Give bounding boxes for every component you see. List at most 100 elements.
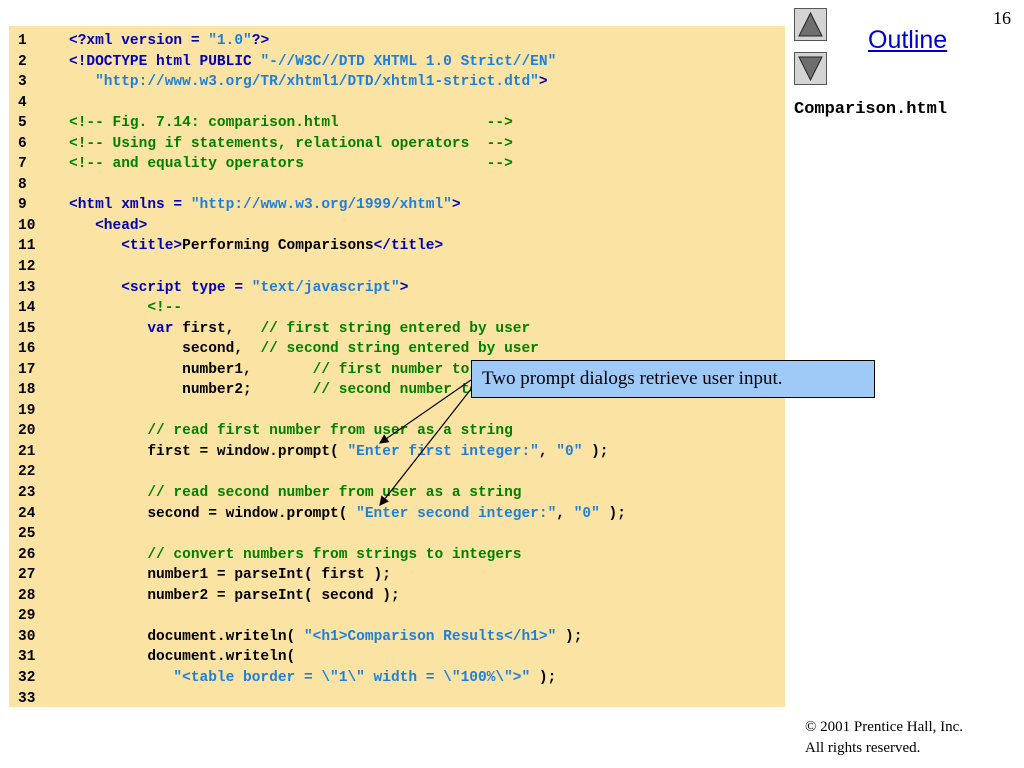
line-number: 6 <box>18 135 27 152</box>
code-token: "http://www.w3.org/TR/xhtml1/DTD/xhtml1-… <box>95 74 539 91</box>
code-line: 21 first = window.prompt( "Enter first i… <box>9 442 785 463</box>
code-line: 29 <box>9 606 785 627</box>
code-token: second, <box>69 341 261 358</box>
code-token: <script type = <box>121 279 252 296</box>
code-token: // second string entered by user <box>260 341 539 358</box>
code-line: 28 number2 = parseInt( second ); <box>9 586 785 607</box>
code-token: number2; <box>69 382 313 399</box>
code-token: </title> <box>373 238 444 255</box>
code-token: <!-- Using if statements, relational ope… <box>69 135 513 152</box>
line-text: number1 = parseInt( first ); <box>69 565 391 586</box>
code-line: 33 <box>9 689 785 710</box>
line-number: 25 <box>18 526 36 543</box>
line-number: 28 <box>18 587 36 604</box>
code-token: "text/javascript" <box>251 279 400 296</box>
line-text: "<table border = \"1\" width = \"100%\">… <box>69 668 556 689</box>
callout-box: Two prompt dialogs retrieve user input. <box>471 360 875 398</box>
code-line: 1<?xml version = "1.0"?> <box>9 31 785 52</box>
code-token: first = window.prompt( <box>69 443 348 460</box>
line-text: var first, // first string entered by us… <box>69 319 530 340</box>
line-text: document.writeln( <box>69 647 295 668</box>
line-text: number2 = parseInt( second ); <box>69 586 399 607</box>
line-number: 5 <box>18 115 27 132</box>
copyright-line-2: All rights reserved. <box>805 740 921 756</box>
code-line: 30 document.writeln( "<h1>Comparison Res… <box>9 627 785 648</box>
line-text: // read second number from user as a str… <box>69 483 521 504</box>
triangle-down-icon <box>798 56 823 82</box>
triangle-up-icon <box>798 11 823 37</box>
code-line: 19 <box>9 401 785 422</box>
code-token: ); <box>556 628 583 645</box>
code-token: "-//W3C//DTD XHTML 1.0 Strict//EN" <box>260 53 557 70</box>
code-line: 6 <!-- Using if statements, relational op… <box>9 134 785 155</box>
code-line: 3 "http://www.w3.org/TR/xhtml1/DTD/xhtml… <box>9 72 785 93</box>
callout-arrow-first <box>379 379 472 444</box>
line-number: 8 <box>18 176 27 193</box>
line-text: first = window.prompt( "Enter first inte… <box>69 442 609 463</box>
code-token: "http://www.w3.org/1999/xhtml" <box>190 197 452 214</box>
line-text: // convert numbers from strings to integ… <box>69 545 522 566</box>
code-line: 4 <box>9 93 785 114</box>
code-token: document.writeln( <box>69 628 304 645</box>
code-token: "<table border = \"1\" width = \"100%\">… <box>173 669 531 686</box>
slide-number: 16 <box>993 8 1011 28</box>
code-token: first, <box>173 320 261 337</box>
code-token: number1, <box>69 361 313 378</box>
code-line: 25 <box>9 524 785 545</box>
code-token: // first string entered by user <box>260 320 531 337</box>
code-line: 32 "<table border = \"1\" width = \"100%… <box>9 668 785 689</box>
line-number: 14 <box>18 300 36 317</box>
outline-link[interactable]: Outline <box>868 26 948 54</box>
line-text: "http://www.w3.org/TR/xhtml1/DTD/xhtml1-… <box>69 72 547 93</box>
code-token: "0" <box>573 505 600 522</box>
code-token: <!-- Fig. 7.14: comparison.html --> <box>69 115 513 132</box>
line-number: 11 <box>18 238 36 255</box>
code-token: <!-- and equality operators --> <box>69 156 513 173</box>
code-token: , <box>538 443 557 460</box>
line-text: second, // second string entered by user <box>69 339 539 360</box>
code-token: number1 = parseInt( first ); <box>69 567 391 584</box>
code-token: <!DOCTYPE html PUBLIC <box>69 53 261 70</box>
next-slide-button[interactable] <box>794 52 827 85</box>
code-token: "1.0" <box>208 33 252 49</box>
code-line: 5 <!-- Fig. 7.14: comparison.html --> <box>9 113 785 134</box>
line-text: <!-- and equality operators --> <box>69 154 513 175</box>
code-token: <html xmlns = <box>69 197 191 214</box>
line-number: 27 <box>18 567 36 584</box>
line-text: document.writeln( "<h1>Comparison Result… <box>69 627 582 648</box>
code-line: 10 <head> <box>9 216 785 237</box>
previous-slide-button[interactable] <box>794 8 827 41</box>
code-line: 9<html xmlns = "http://www.w3.org/1999/x… <box>9 195 785 216</box>
code-line: 24 second = window.prompt( "Enter second… <box>9 504 785 525</box>
line-text: <!-- Fig. 7.14: comparison.html --> <box>69 113 513 134</box>
line-number: 17 <box>18 361 36 378</box>
line-number: 21 <box>18 443 36 460</box>
line-number: 3 <box>18 74 27 91</box>
code-token: second = window.prompt( <box>69 505 357 522</box>
line-number: 15 <box>18 320 36 337</box>
code-token: > <box>451 197 461 214</box>
line-number: 23 <box>18 485 36 502</box>
copyright-line-1: © 2001 Prentice Hall, Inc. <box>805 719 964 735</box>
line-number: 30 <box>18 628 36 645</box>
code-line: 2<!DOCTYPE html PUBLIC "-//W3C//DTD XHTM… <box>9 52 785 73</box>
code-line: 8 <box>9 175 785 196</box>
line-number: 13 <box>18 279 36 296</box>
line-number: 12 <box>18 259 36 276</box>
code-token: ); <box>582 443 609 460</box>
code-line: 15 var first, // first string entered by… <box>9 319 785 340</box>
code-token: ?> <box>251 33 270 49</box>
code-line: 22 <box>9 462 785 483</box>
code-token: ); <box>599 505 626 522</box>
code-line: 11 <title>Performing Comparisons</title> <box>9 236 785 257</box>
code-line: 14 <!-- <box>9 298 785 319</box>
code-token: // convert numbers from strings to integ… <box>147 546 522 563</box>
line-text: <script type = "text/javascript"> <box>69 278 408 299</box>
line-number: 20 <box>18 423 36 440</box>
code-token: <!-- <box>147 300 183 317</box>
callout-arrow-second <box>379 383 476 506</box>
code-line: 7<!-- and equality operators --> <box>9 154 785 175</box>
line-text: <!DOCTYPE html PUBLIC "-//W3C//DTD XHTML… <box>69 52 556 73</box>
line-number: 16 <box>18 341 36 358</box>
